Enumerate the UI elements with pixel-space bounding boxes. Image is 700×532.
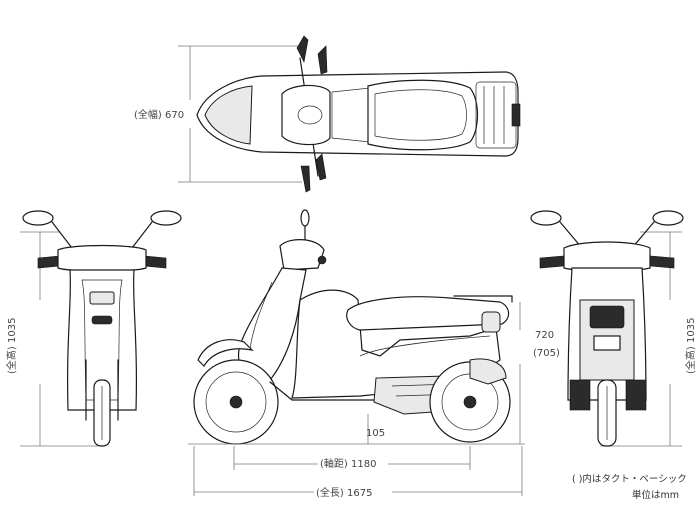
seat-height-alt-label: (705)	[533, 348, 560, 359]
front-view: (全高) 1035	[5, 210, 182, 447]
side-view: 720 (705) 105 (軸距) 1180 (全長) 1675	[188, 209, 560, 499]
ground-clearance-label: 105	[366, 428, 385, 439]
unit-note: 単位はmm	[632, 489, 679, 501]
overall-length-label: (全長) 1675	[316, 486, 372, 499]
rear-height-label: (全高) 1035	[684, 318, 697, 374]
overall-width-label: (全幅) 670	[134, 108, 184, 121]
front-height-label: (全高) 1035	[5, 318, 18, 374]
top-view: (全幅) 670	[134, 35, 521, 193]
variant-note: ( )内はタクト・ベーシック	[572, 473, 687, 485]
seat-height-label: 720	[535, 330, 554, 341]
rear-view: (全高) 1035	[530, 210, 697, 447]
wheelbase-label: (軸距) 1180	[320, 457, 376, 470]
